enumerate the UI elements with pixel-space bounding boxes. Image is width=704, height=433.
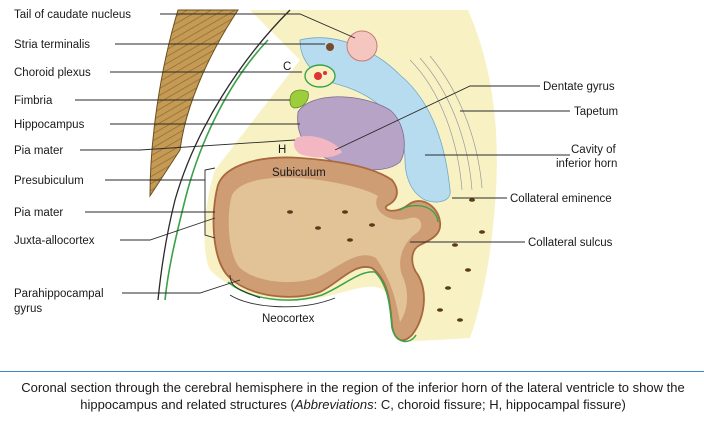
stria-terminalis-dot [326,43,334,51]
label-choroid-plexus: Choroid plexus [14,67,91,79]
label-stria-terminalis: Stria terminalis [14,39,90,51]
gyrus-white-core [228,177,422,322]
ventricle-cavity [299,37,451,203]
label-collateral-eminence: Collateral eminence [510,193,612,205]
dentate-gyrus-shape [293,135,342,158]
label-parahippocampal: Parahippocampal [14,288,104,300]
label-tail-caudate: Tail of caudate nucleus [14,9,131,21]
caption-line-2-end: : C, choroid fissure; H, hippocampal fis… [373,397,626,412]
caption-line-1: Coronal section through the cerebral hem… [21,380,685,395]
cortex-gyrus [212,156,442,342]
label-subiculum: Subiculum [272,167,326,179]
label-neocortex: Neocortex [262,313,315,325]
choroid-plexus-vessel [314,72,322,80]
label-presubiculum: Presubiculum [14,175,84,187]
fimbria-shape [289,89,309,109]
caption-separator [0,371,704,372]
label-pia-mater-upper: Pia mater [14,145,63,157]
label-pia-mater-lower: Pia mater [14,207,63,219]
neocortex-bracket [229,294,336,308]
caption-line-2-start: hippocampus and related structures ( [80,397,295,412]
label-juxta-allocortex: Juxta-allocortex [14,235,95,247]
label-inferior-horn: inferior horn [556,158,617,170]
pia-sulcus [399,204,439,223]
internal-capsule [149,9,239,198]
label-tapetum: Tapetum [574,106,618,118]
figure-caption: Coronal section through the cerebral hem… [8,379,698,413]
choroid-plexus-vessel-2 [323,71,327,75]
hippocampus-diagram: Tail of caudate nucleus Stria terminalis… [14,9,618,343]
label-fimbria: Fimbria [14,95,53,107]
presubiculum-bracket [204,167,216,239]
caption-abbreviations: Abbreviations [294,397,374,412]
caudate-nucleus-tail [346,30,378,62]
label-dentate-gyrus: Dentate gyrus [543,81,615,93]
pia-outer [164,39,269,301]
fibre-dots [287,198,485,322]
label-cavity-of: Cavity of [571,144,617,156]
leader-lines [75,13,570,299]
label-collateral-sulcus: Collateral sulcus [528,237,613,249]
label-hippocampus: Hippocampus [14,119,85,131]
tapetum-lines [409,55,483,191]
label-parahippocampal-gyrus: gyrus [14,303,42,315]
label-c: C [283,61,291,73]
pia-gyrus [227,271,417,343]
label-h: H [278,144,286,156]
